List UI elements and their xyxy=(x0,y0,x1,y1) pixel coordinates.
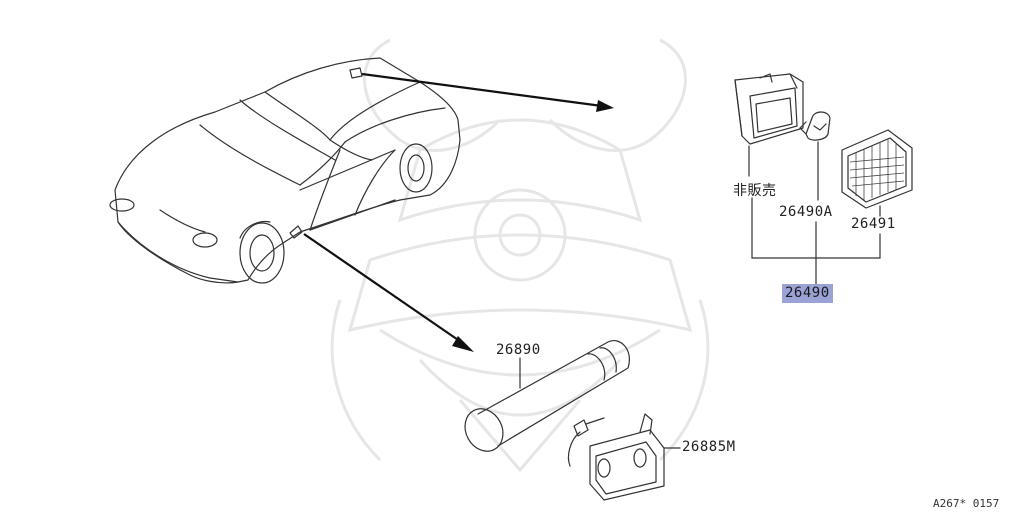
part-number-26890[interactable]: 26890 xyxy=(496,342,541,358)
car-illustration xyxy=(109,57,461,284)
arrow-to-lamp xyxy=(361,72,614,112)
part-number-26885M[interactable]: 26885M xyxy=(682,439,736,455)
part-number-26490A[interactable]: 26490A xyxy=(779,204,833,220)
bracket-part xyxy=(567,413,681,501)
flashlight-part xyxy=(464,340,630,452)
assembly-leader-lines xyxy=(748,141,881,285)
part-number-26490[interactable]: 26490 xyxy=(782,284,833,303)
lamp-housing-part xyxy=(734,73,804,145)
diagram-code: A267* 0157 xyxy=(933,497,1000,510)
lens-part xyxy=(841,129,913,209)
not-for-sale-label: 非販売 xyxy=(733,183,777,199)
arrow-to-flashlight xyxy=(303,233,474,352)
samurai-watermark-icon xyxy=(330,38,710,473)
part-number-26491[interactable]: 26491 xyxy=(851,216,896,232)
bulb-part xyxy=(799,111,831,141)
